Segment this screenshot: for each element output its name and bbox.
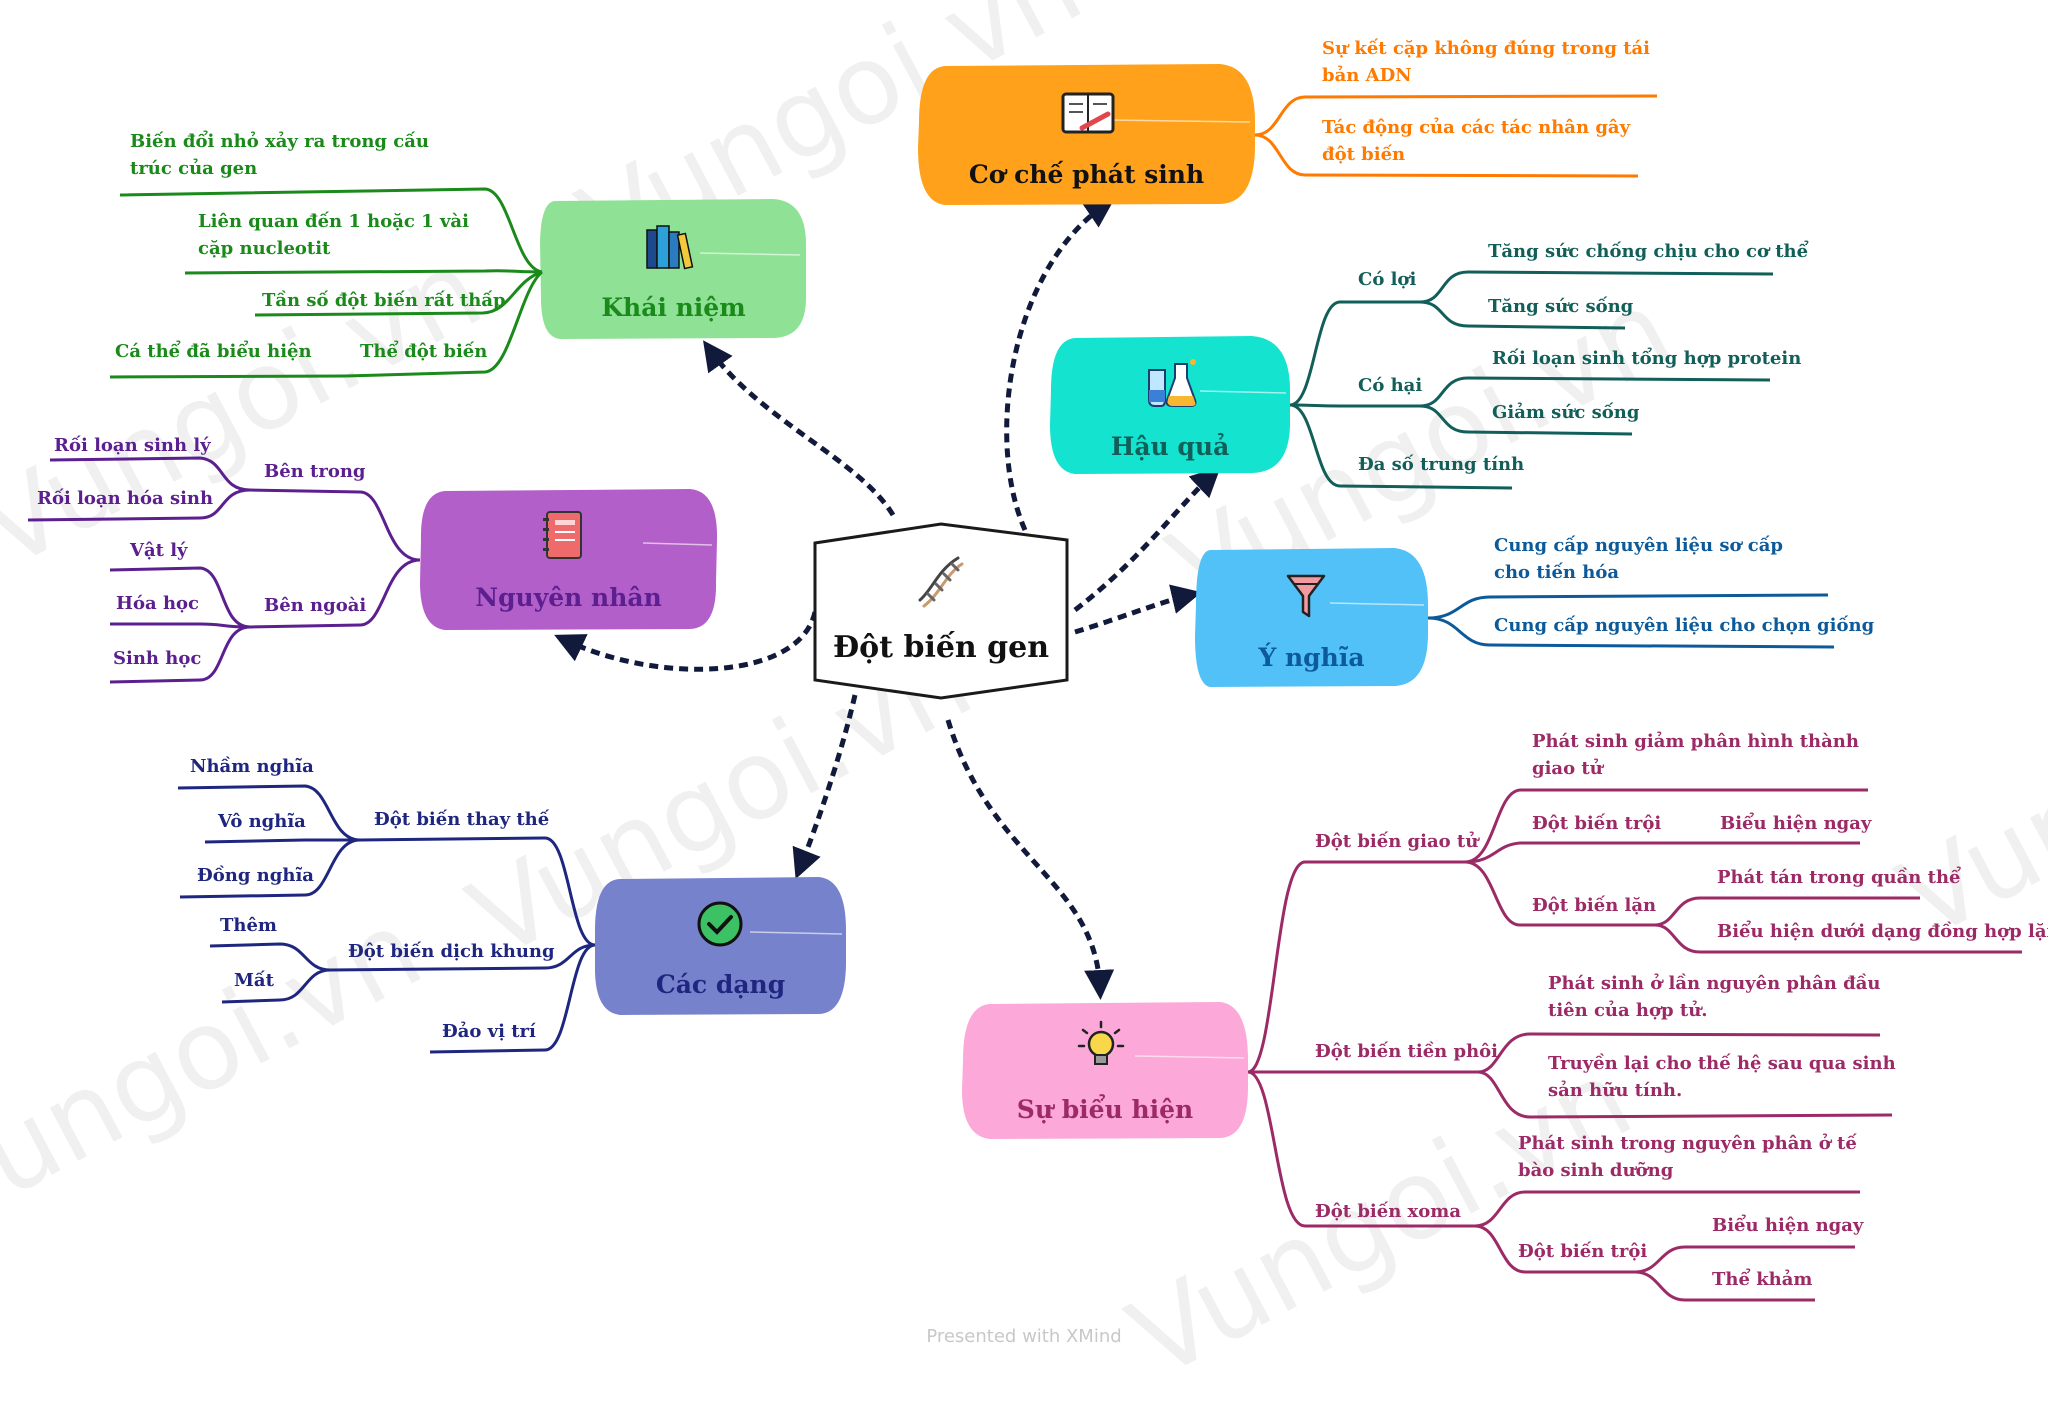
su-bieu-hien-item: Thể khảm bbox=[1712, 1269, 1813, 1290]
checkmark-icon bbox=[697, 901, 743, 947]
su-bieu-hien-title[interactable]: Sự biểu hiện bbox=[1016, 1095, 1194, 1124]
y-nghia-item: Cung cấp nguyên liệu sơ cấp cho tiến hóa bbox=[1494, 535, 1783, 583]
books-icon bbox=[646, 225, 694, 270]
nguyen-nhan-item: Vật lý bbox=[130, 540, 188, 561]
khai-niem-item: Liên quan đến 1 hoặc 1 vài cặp nucleotit bbox=[198, 211, 469, 259]
su-bieu-hien-subgroup: Đột biến lặn bbox=[1532, 895, 1657, 916]
flask-icon bbox=[1148, 359, 1197, 407]
co-che-title[interactable]: Cơ chế phát sinh bbox=[968, 160, 1205, 189]
cac-dang-item: Mất bbox=[234, 970, 274, 991]
su-bieu-hien-item: Phát sinh ở lần nguyên phân đầu tiên của… bbox=[1548, 973, 1881, 1021]
cac-dang-item: Thêm bbox=[220, 915, 277, 936]
dna-icon bbox=[918, 556, 964, 608]
su-bieu-hien-subgroup: Đột biến trội bbox=[1532, 813, 1662, 834]
hau-qua-title[interactable]: Hậu quả bbox=[1110, 432, 1230, 461]
arrow-to-cac-dang bbox=[792, 694, 858, 880]
nguyen-nhan-group: Bên ngoài bbox=[264, 595, 367, 616]
su-bieu-hien-group: Đột biến tiền phôi bbox=[1315, 1041, 1499, 1062]
su-bieu-hien-subgroup: Đột biến trội bbox=[1518, 1241, 1648, 1262]
khai-niem-sub-item: Cá thể đã biểu hiện bbox=[115, 341, 312, 362]
central-node bbox=[813, 522, 1069, 700]
cac-dang-group: Đảo vị trí bbox=[442, 1021, 536, 1042]
open-book-icon bbox=[1061, 92, 1115, 134]
nguyen-nhan-item: Rối loạn sinh lý bbox=[54, 435, 211, 456]
su-bieu-hien-item: Biểu hiện dưới dạng đồng hợp lặn bbox=[1717, 921, 2048, 942]
su-bieu-hien-item: Truyền lại cho thế hệ sau qua sinh sản h… bbox=[1548, 1053, 1896, 1101]
su-bieu-hien-item: Phát sinh trong nguyên phân ở tế bào sin… bbox=[1518, 1133, 1857, 1181]
cac-dang-item: Nhầm nghĩa bbox=[190, 756, 314, 777]
su-bieu-hien-group: Đột biến giao tử bbox=[1315, 831, 1479, 852]
nguyen-nhan-item: Hóa học bbox=[116, 593, 199, 614]
footer-credit: Presented with XMind bbox=[926, 1326, 1122, 1347]
notebook-icon bbox=[543, 511, 582, 559]
su-bieu-hien-item: Biểu hiện ngay bbox=[1720, 813, 1872, 834]
nguyen-nhan-item: Sinh học bbox=[113, 648, 202, 669]
khai-niem-title[interactable]: Khái niệm bbox=[601, 293, 746, 322]
arrow-to-y-nghia bbox=[1074, 584, 1202, 635]
nguyen-nhan-group: Bên trong bbox=[264, 461, 366, 482]
cac-dang-title[interactable]: Các dạng bbox=[655, 970, 786, 999]
hau-qua-group: Có lợi bbox=[1358, 269, 1417, 290]
cac-dang-group: Đột biến thay thế bbox=[374, 809, 550, 830]
hau-qua-item: Đa số trung tính bbox=[1358, 454, 1525, 475]
arrow-to-khai-niem bbox=[703, 340, 896, 517]
su-bieu-hien-group: Đột biến xoma bbox=[1315, 1201, 1461, 1222]
su-bieu-hien-item: Phát sinh giảm phân hình thành giao tử bbox=[1532, 731, 1859, 779]
y-nghia-item: Cung cấp nguyên liệu cho chọn giống bbox=[1494, 615, 1875, 636]
cac-dang-item: Vô nghĩa bbox=[218, 811, 306, 832]
arrow-to-hau-qua bbox=[1073, 466, 1221, 612]
co-che-item: Tác động của các tác nhân gây đột biến bbox=[1322, 117, 1631, 165]
co-che-item: Sự kết cặp không đúng trong tái bản ADN bbox=[1322, 38, 1651, 86]
cac-dang-group: Đột biến dịch khung bbox=[348, 941, 555, 962]
khai-niem-item: Thể đột biến bbox=[360, 341, 488, 362]
su-bieu-hien-item: Biểu hiện ngay bbox=[1712, 1215, 1864, 1236]
khai-niem-node bbox=[540, 199, 806, 339]
central-title: Đột biến gen bbox=[832, 630, 1050, 665]
hau-qua-group: Có hại bbox=[1358, 375, 1423, 396]
co-che-node bbox=[918, 64, 1255, 205]
y-nghia-title[interactable]: Ý nghĩa bbox=[1258, 643, 1365, 672]
arrow-to-su-bieu-hien bbox=[945, 719, 1115, 1000]
hau-qua-item: Rối loạn sinh tổng hợp protein bbox=[1492, 348, 1802, 369]
nguyen-nhan-node bbox=[420, 489, 718, 630]
y-nghia-node bbox=[1195, 548, 1428, 687]
su-bieu-hien-node bbox=[962, 1002, 1248, 1139]
su-bieu-hien-item: Phát tán trong quần thể bbox=[1717, 867, 1961, 888]
khai-niem-item: Tần số đột biến rất thấp bbox=[262, 290, 506, 311]
nguyen-nhan-title[interactable]: Nguyên nhân bbox=[475, 583, 662, 612]
hau-qua-item: Giảm sức sống bbox=[1492, 402, 1640, 423]
lightbulb-icon bbox=[1077, 1020, 1125, 1065]
funnel-icon bbox=[1286, 574, 1326, 618]
hau-qua-item: Tăng sức sống bbox=[1488, 296, 1634, 317]
nguyen-nhan-item: Rối loạn hóa sinh bbox=[37, 488, 214, 509]
cac-dang-item: Đồng nghĩa bbox=[197, 865, 314, 886]
hau-qua-item: Tăng sức chống chịu cho cơ thể bbox=[1488, 241, 1809, 262]
khai-niem-item: Biến đổi nhỏ xảy ra trong cấu trúc của g… bbox=[130, 131, 429, 179]
